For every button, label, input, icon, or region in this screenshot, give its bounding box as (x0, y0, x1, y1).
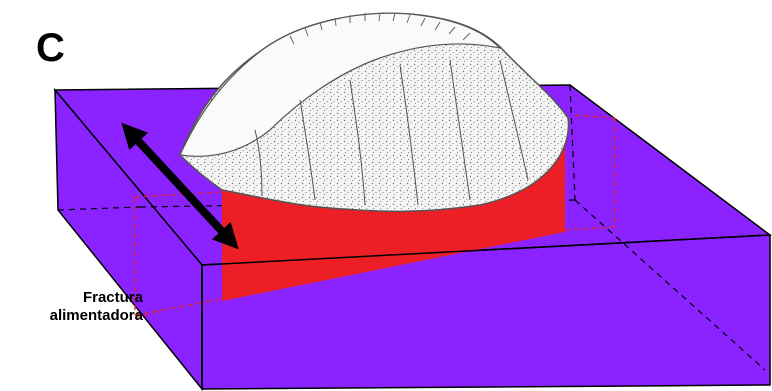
callout-line-1: Fractura (5, 289, 143, 307)
fracture-callout: Fractura alimentadora (5, 289, 143, 325)
lava-dome-icon (180, 13, 568, 211)
panel-label: C (36, 28, 65, 68)
callout-line-2: alimentadora (5, 307, 143, 325)
